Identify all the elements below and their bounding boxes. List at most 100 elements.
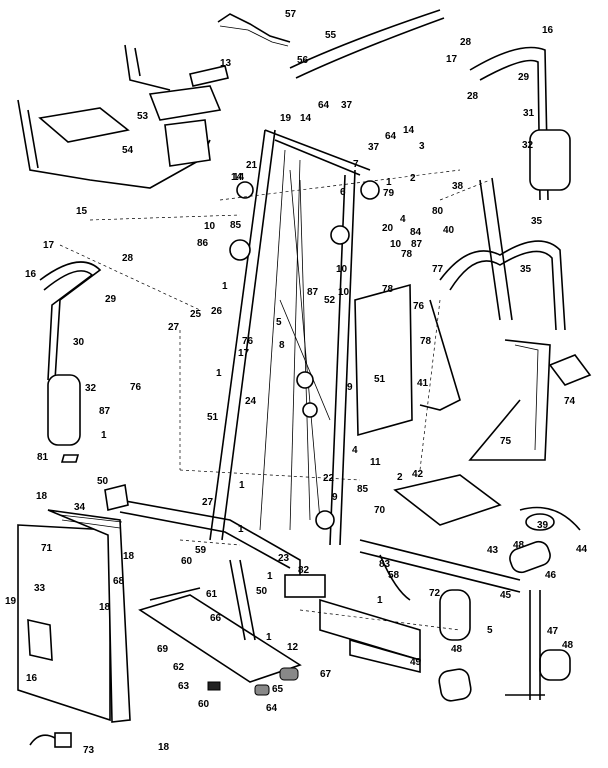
part-label: 27 — [168, 322, 180, 333]
part-label: 21 — [246, 160, 258, 171]
part-label: 80 — [432, 206, 444, 217]
part-label: 46 — [545, 570, 557, 581]
part-label: 48 — [562, 640, 574, 651]
part-label: 78 — [420, 336, 432, 347]
part-label: 47 — [547, 626, 559, 637]
part-label: 61 — [206, 589, 218, 600]
part-label: 50 — [97, 476, 109, 487]
part-label: 64 — [385, 131, 397, 142]
part-label: 2 — [410, 173, 416, 184]
part-label: 52 — [324, 295, 336, 306]
part-label: 32 — [85, 383, 97, 394]
part-label: 79 — [383, 188, 395, 199]
part-label: 85 — [357, 484, 369, 495]
part-label: 11 — [370, 457, 381, 468]
part-label: 58 — [388, 570, 400, 581]
part-label: 64 — [266, 703, 278, 714]
part-label: 72 — [429, 588, 441, 599]
part-label: 1 — [377, 595, 383, 606]
part-label: 18 — [36, 491, 48, 502]
part-label: 44 — [576, 544, 588, 555]
part-label: 18 — [158, 742, 170, 753]
part-label: 42 — [412, 469, 424, 480]
part-label: 87 — [411, 239, 423, 250]
part-label: 1 — [266, 632, 272, 643]
part-label: 26 — [211, 306, 223, 317]
part-label: 35 — [531, 216, 543, 227]
part-label: 81 — [37, 452, 49, 463]
part-label: 50 — [256, 586, 268, 597]
part-label: 51 — [207, 412, 219, 423]
part-label: 23 — [278, 553, 290, 564]
part-label: 83 — [379, 559, 391, 570]
part-label: 17 — [446, 54, 458, 65]
part-label: 39 — [537, 520, 549, 531]
tower-frame — [209, 129, 266, 541]
part-label: 77 — [432, 264, 444, 275]
part-label: 5 — [276, 317, 282, 328]
part-label: 53 — [137, 111, 149, 122]
part-label: 45 — [500, 590, 512, 601]
part-label: 28 — [460, 37, 472, 48]
part-label: 20 — [382, 223, 394, 234]
part-label: 87 — [99, 406, 111, 417]
shroud-part — [17, 524, 111, 722]
seat-part — [393, 474, 502, 526]
part-label: 74 — [564, 396, 576, 407]
part-label: 70 — [374, 505, 386, 516]
part-label: 22 — [323, 473, 335, 484]
part-label: 65 — [272, 684, 284, 695]
part-label: 34 — [74, 502, 86, 513]
part-label: 76 — [130, 382, 142, 393]
part-label: 78 — [382, 284, 394, 295]
part-label: 48 — [513, 540, 525, 551]
part-label: 76 — [242, 336, 254, 347]
part-label: 5 — [487, 625, 493, 636]
part-label: 49 — [410, 657, 422, 668]
part-label: 29 — [105, 294, 117, 305]
part-label: 18 — [123, 551, 135, 562]
part-label: 1 — [101, 430, 107, 441]
part-label: 15 — [76, 206, 88, 217]
part-label: 32 — [522, 140, 534, 151]
part-label: 48 — [451, 644, 463, 655]
part-label: 40 — [443, 225, 455, 236]
part-label: 24 — [245, 396, 257, 407]
part-label: 1 — [267, 571, 273, 582]
part-label: 1 — [238, 524, 244, 535]
part-label: 14 — [233, 172, 245, 183]
part-label: 17 — [238, 348, 250, 359]
part-label: 69 — [157, 644, 169, 655]
part-drawings — [17, 9, 592, 748]
part-label: 43 — [487, 545, 499, 556]
part-label: 82 — [298, 565, 310, 576]
part-label: 1 — [216, 368, 222, 379]
part-label: 60 — [198, 699, 210, 710]
part-label: 29 — [518, 72, 530, 83]
part-label: 28 — [467, 91, 479, 102]
part-label: 27 — [202, 497, 214, 508]
part-label: 55 — [325, 30, 337, 41]
part-label: 63 — [178, 681, 190, 692]
part-label: 10 — [338, 287, 350, 298]
part-label: 14 — [403, 125, 415, 136]
part-label: 1 — [222, 281, 228, 292]
part-label: 30 — [73, 337, 85, 348]
part-label: 71 — [41, 543, 53, 554]
part-label: 14 — [231, 172, 243, 183]
part-label: 56 — [297, 55, 309, 66]
part-label: 19 — [280, 113, 292, 124]
part-label: 78 — [401, 249, 413, 260]
part-label: 6 — [340, 187, 346, 198]
part-label: 1 — [239, 480, 245, 491]
part-label: 25 — [190, 309, 202, 320]
part-label: 86 — [197, 238, 209, 249]
part-label: 31 — [523, 108, 535, 119]
part-label: 76 — [413, 301, 425, 312]
chain-part — [217, 13, 291, 43]
part-label: 85 — [230, 220, 242, 231]
part-label: 67 — [320, 669, 332, 680]
part-label: 7 — [353, 159, 359, 170]
part-label: 10 — [204, 221, 216, 232]
part-label: 60 — [181, 556, 193, 567]
